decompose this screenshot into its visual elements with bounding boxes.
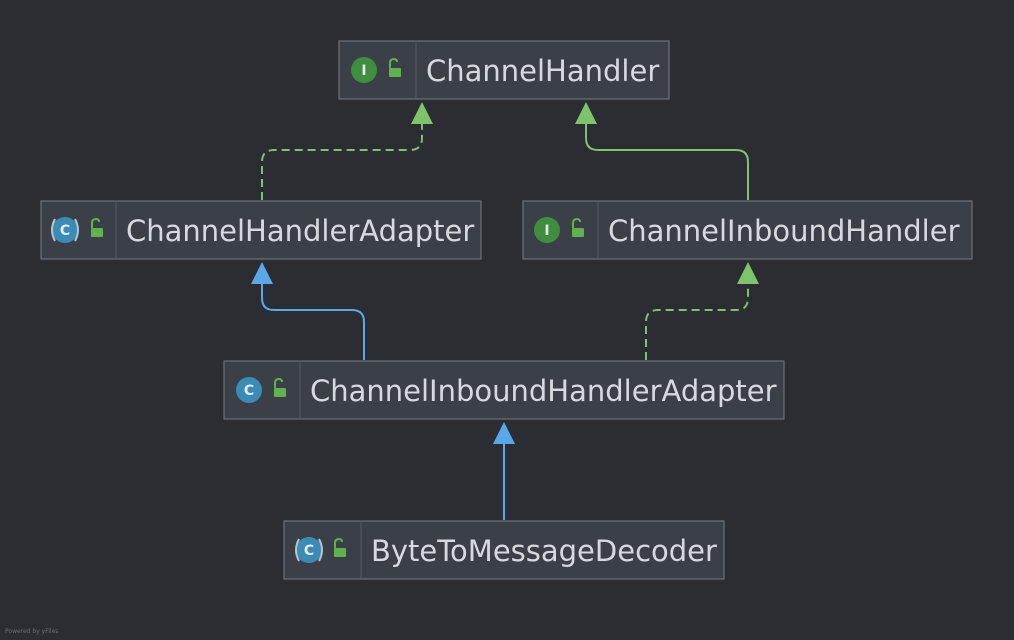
- node-channel-handler-adapter[interactable]: C ChannelHandlerAdapter: [40, 200, 482, 260]
- edge-inbound-extends-handler: [585, 122, 749, 200]
- arrowhead-extends: [493, 422, 515, 444]
- arrowhead-extends: [251, 262, 273, 284]
- lock-open-icon: [334, 537, 346, 557]
- abstract-class-icon: C: [51, 217, 79, 243]
- arrowhead-implements: [411, 102, 433, 124]
- arrowhead-extends-interface: [575, 102, 597, 124]
- svg-text:I: I: [361, 63, 366, 79]
- node-channel-inbound-handler-adapter[interactable]: C ChannelInboundHandlerAdapter: [223, 360, 785, 420]
- abstract-class-icon: C: [295, 537, 323, 563]
- interface-icon: I: [351, 57, 377, 83]
- node-channel-inbound-handler[interactable]: I ChannelInboundHandler: [522, 200, 973, 260]
- lock-open-icon: [389, 57, 401, 77]
- node-label: ChannelInboundHandlerAdapter: [310, 374, 777, 408]
- edge-inbound-adapter-implements-inbound: [645, 282, 749, 360]
- svg-text:I: I: [544, 223, 549, 239]
- class-hierarchy-diagram: I ChannelHandler C ChannelHandlerAdapter…: [40, 40, 973, 580]
- edge-adapter-implements-handler: [261, 122, 423, 200]
- node-label: ChannelHandlerAdapter: [126, 214, 474, 248]
- svg-text:C: C: [304, 543, 314, 559]
- svg-text:C: C: [244, 383, 254, 399]
- edge-inbound-adapter-extends-adapter: [261, 282, 365, 360]
- arrowhead-implements: [737, 262, 759, 284]
- interface-icon: I: [534, 217, 560, 243]
- lock-open-icon: [274, 377, 286, 397]
- node-label: ByteToMessageDecoder: [371, 534, 717, 568]
- powered-by-footer: Powered by yFiles: [5, 628, 59, 635]
- lock-open-icon: [91, 217, 103, 237]
- node-channel-handler[interactable]: I ChannelHandler: [338, 40, 670, 100]
- node-label: ChannelInboundHandler: [608, 214, 960, 248]
- lock-open-icon: [572, 217, 584, 237]
- svg-text:C: C: [60, 223, 70, 239]
- class-icon: C: [236, 377, 262, 403]
- node-byte-to-message-decoder[interactable]: C ByteToMessageDecoder: [283, 520, 725, 580]
- node-label: ChannelHandler: [426, 54, 659, 88]
